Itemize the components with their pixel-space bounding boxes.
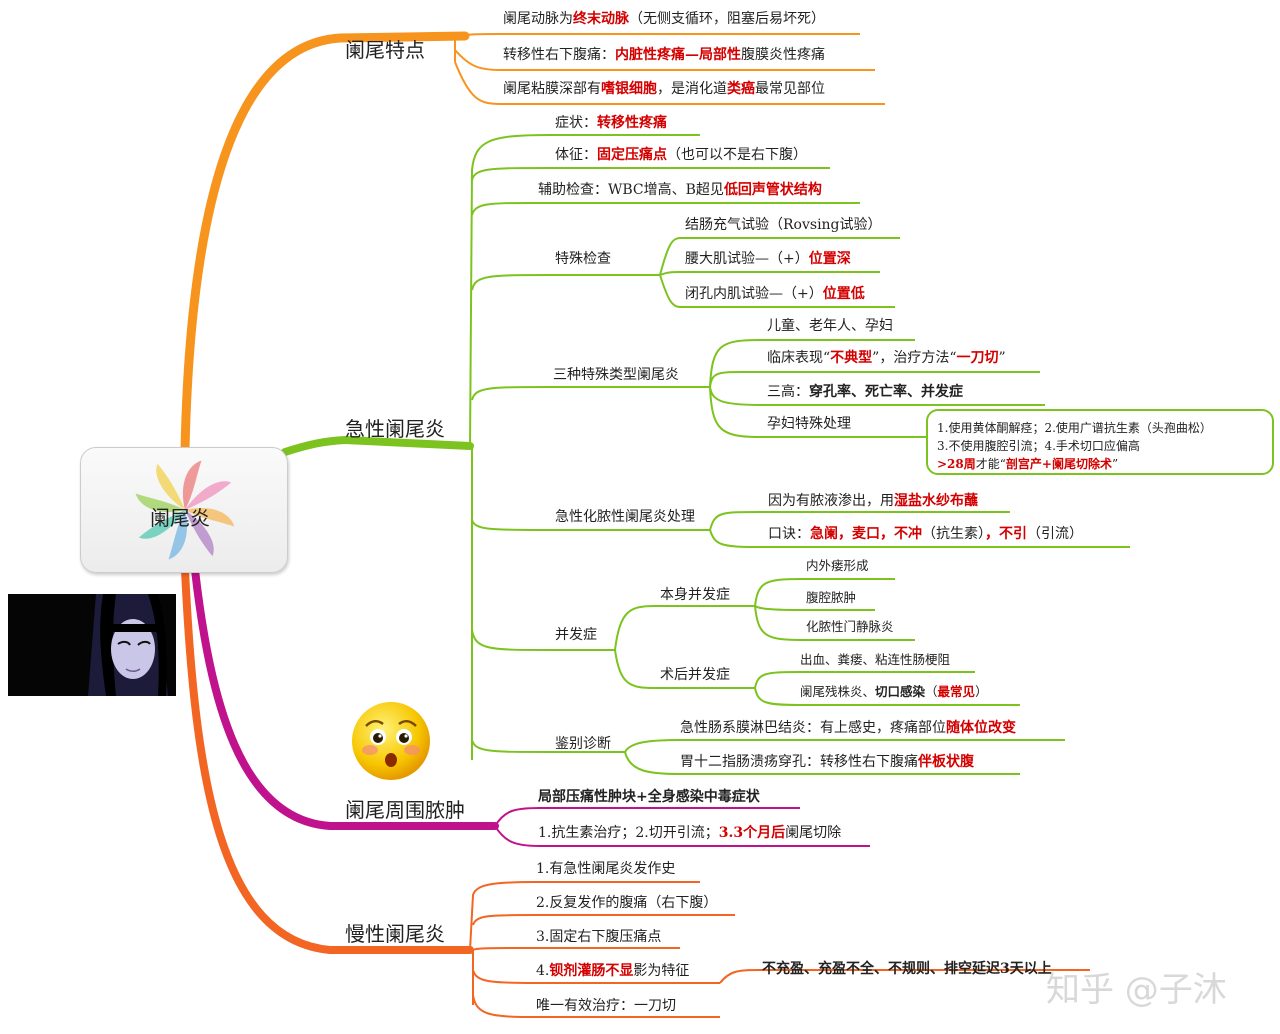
chronic-item-5: 唯一有效治疗：一刀切: [536, 998, 676, 1014]
pregnancy-note-box: 1.使用黄体酮解痉；2.使用广谱抗生素（头孢曲松） 3.不使用腹腔引流；4.手术…: [926, 409, 1274, 475]
pregnancy-note-line-2: 3.不使用腹腔引流；4.手术切口应偏高: [937, 439, 1140, 453]
self-complications-label: 本身并发症: [660, 587, 730, 603]
special-type-item-1: 儿童、老年人、孕妇: [767, 318, 893, 334]
chronic-item-1: 1.有急性阑尾炎发作史: [536, 861, 676, 877]
acute-sign: 体征：固定压痛点（也可以不是右下腹）: [555, 147, 807, 163]
chronic-item-4: 4.钡剂灌肠不显影为特征: [536, 963, 690, 979]
differential-item-1: 急性肠系膜淋巴结炎：有上感史，疼痛部位随体位改变: [680, 720, 1016, 736]
branch-label-features: 阑尾特点: [345, 38, 425, 62]
special-exam-item-1: 结肠充气试验（Rovsing试验）: [685, 217, 882, 233]
pregnancy-note-line-1: 1.使用黄体酮解痉；2.使用广谱抗生素（头孢曲松）: [937, 421, 1212, 435]
pregnancy-note-line-3: >28周才能“剖宫产+阑尾切除术”: [937, 457, 1119, 471]
special-exam-item-3: 闭孔内肌试验—（+）位置低: [685, 286, 865, 302]
suppurative-item-1: 因为有脓液渗出，用湿盐水纱布蘸: [768, 493, 978, 509]
branch-label-chronic: 慢性阑尾炎: [345, 922, 445, 946]
feature-item-1: 阑尾动脉为终末动脉（无侧支循环，阻塞后易坏死）: [503, 11, 825, 27]
postop-complications-label: 术后并发症: [660, 667, 730, 683]
postop-complication-item-2: 阑尾残株炎、切口感染（最常见）: [800, 684, 988, 699]
self-complication-item-3: 化脓性门静脉炎: [806, 619, 894, 634]
special-type-item-4: 孕妇特殊处理: [767, 416, 851, 432]
special-exam-label: 特殊检查: [555, 251, 611, 267]
center-label: 阑尾炎: [150, 506, 210, 530]
anime-portrait-image: [8, 594, 176, 696]
feature-item-2: 转移性右下腹痛：内脏性疼痛—局部性腹膜炎性疼痛: [503, 47, 825, 63]
pinwheel-icon: [135, 460, 235, 560]
special-types-label: 三种特殊类型阑尾炎: [553, 367, 679, 383]
acute-symptom: 症状：转移性疼痛: [555, 115, 667, 131]
special-type-item-2: 临床表现“不典型”，治疗方法“一刀切”: [767, 350, 1006, 366]
acute-aux-exam: 辅助检查：WBC增高、B超见低回声管状结构: [538, 182, 822, 198]
self-complication-item-2: 腹腔脓肿: [806, 590, 857, 605]
branch-abscess-line: [191, 566, 499, 830]
branch-label-acute: 急性阑尾炎: [345, 417, 445, 441]
special-exam-item-2: 腰大肌试验—（+）位置深: [685, 251, 851, 267]
barium-note: 不充盈、充盈不全、不规则、排空延迟3天以上: [762, 961, 1052, 977]
abscess-item-2: 1.抗生素治疗；2.切开引流；3.3个月后阑尾切除: [538, 825, 842, 841]
differential-item-2: 胃十二指肠溃疡穿孔：转移性右下腹痛伴板状腹: [680, 754, 974, 770]
worried-face-emoji-icon: [352, 702, 430, 780]
self-complication-item-1: 内外瘘形成: [806, 558, 869, 573]
suppurative-label: 急性化脓性阑尾炎处理: [555, 509, 695, 525]
abscess-item-1: 局部压痛性肿块+全身感染中毒症状: [538, 789, 760, 805]
watermark: 知乎 @子沐: [1046, 970, 1227, 1010]
branch-features-line: [180, 31, 470, 455]
chronic-item-3: 3.固定右下腹压痛点: [536, 929, 662, 945]
branch-label-abscess: 阑尾周围脓肿: [345, 798, 465, 822]
feature-item-3: 阑尾粘膜深部有嗜银细胞，是消化道类癌最常见部位: [503, 81, 825, 97]
differential-label: 鉴别诊断: [555, 736, 611, 752]
postop-complication-item-1: 出血、粪瘘、粘连性肠梗阻: [800, 652, 951, 667]
special-type-item-3: 三高：穿孔率、死亡率、并发症: [767, 384, 963, 400]
suppurative-item-2: 口诀：急阑，麦口，不冲（抗生素），不引（引流）: [768, 526, 1083, 542]
chronic-item-2: 2.反复发作的腹痛（右下腹）: [536, 895, 718, 911]
branch-acute-line: [281, 435, 474, 456]
branch-chronic-line: [181, 566, 474, 954]
complications-label: 并发症: [555, 627, 597, 643]
